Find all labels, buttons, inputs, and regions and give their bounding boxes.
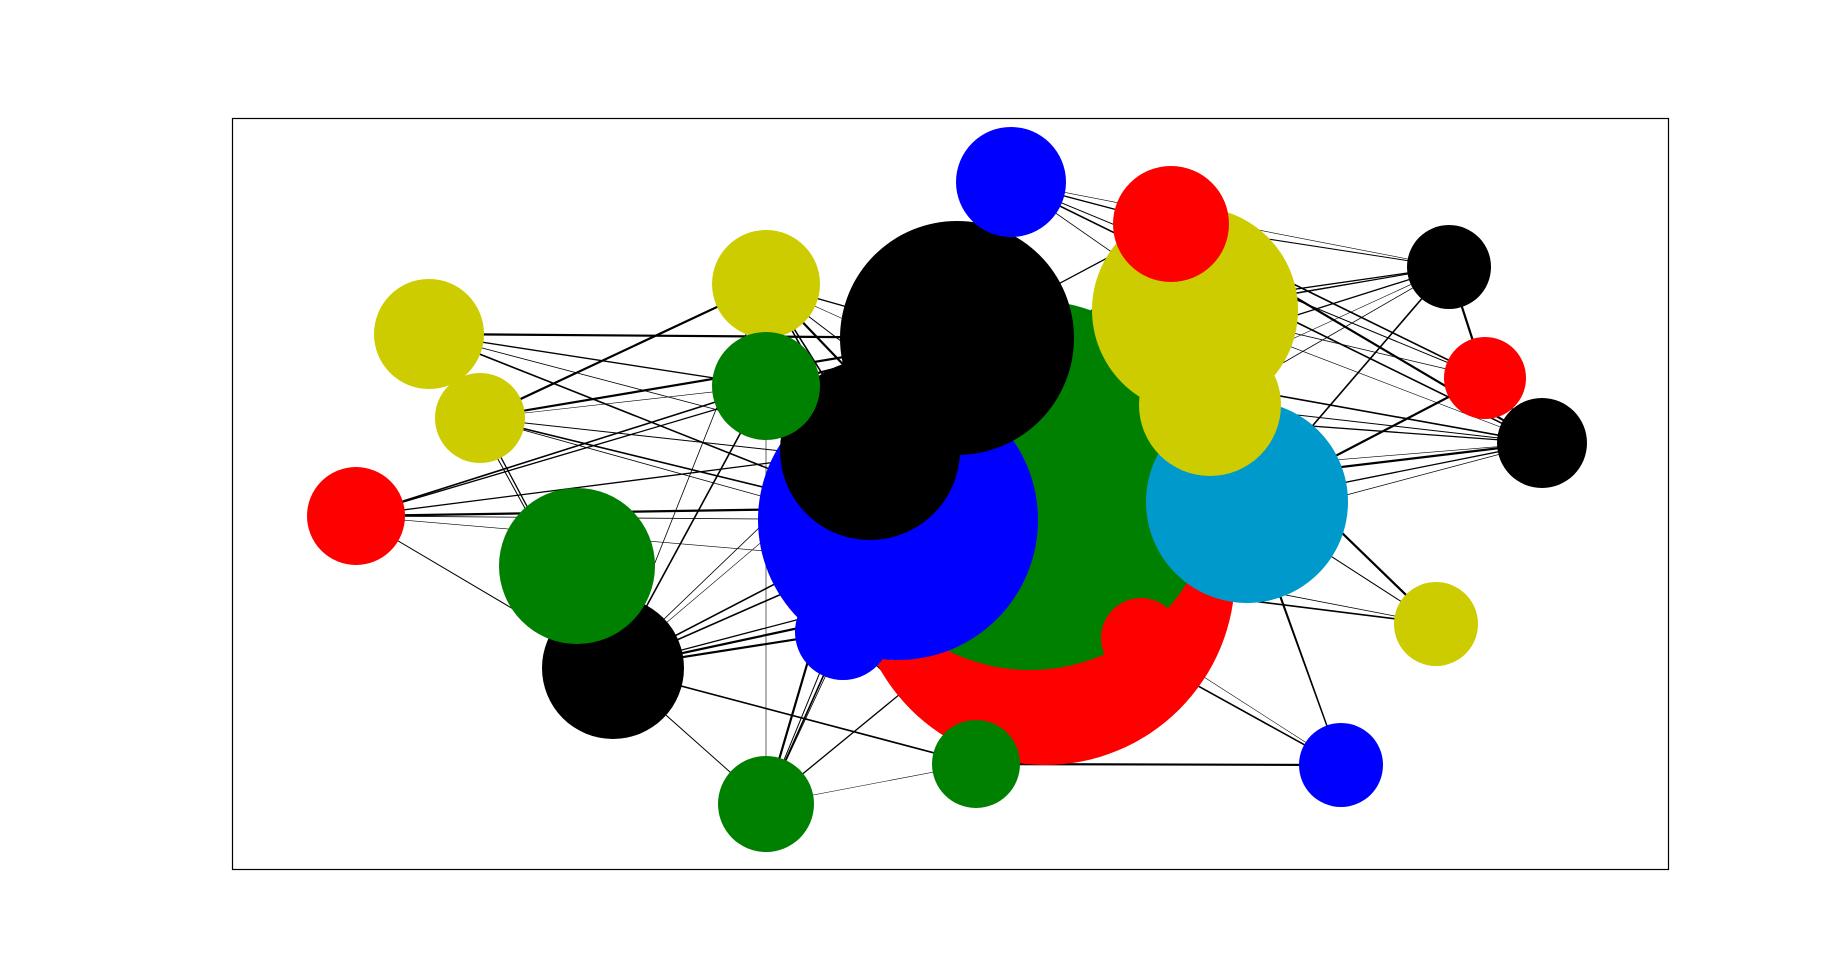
graph-node-blue — [956, 127, 1066, 237]
graph-node-yellow — [374, 279, 484, 389]
graph-node-black — [840, 221, 1074, 455]
graph-node-green — [718, 756, 814, 852]
graph-node-green — [499, 488, 655, 644]
graph-node-yellow — [1394, 582, 1478, 666]
graph-node-green — [712, 332, 820, 440]
graph-node-red — [1113, 166, 1229, 282]
graph-node-red — [1101, 598, 1181, 678]
graph-node-black — [1407, 225, 1491, 309]
graph-node-blue — [1299, 723, 1383, 807]
graph-edge — [428, 333, 767, 387]
graph-node-blue — [795, 584, 891, 680]
graph-node-red — [1444, 337, 1526, 419]
graph-node-green — [932, 720, 1020, 808]
graph-node-yellow — [1139, 334, 1281, 476]
plot-frame — [231, 117, 1670, 871]
graph-node-red — [307, 467, 405, 565]
graph-node-yellow — [435, 373, 525, 463]
graph-node-black — [1497, 398, 1587, 488]
graph-edge — [355, 385, 767, 517]
nodes-layer — [307, 127, 1587, 852]
graph-node-yellow — [712, 230, 820, 338]
